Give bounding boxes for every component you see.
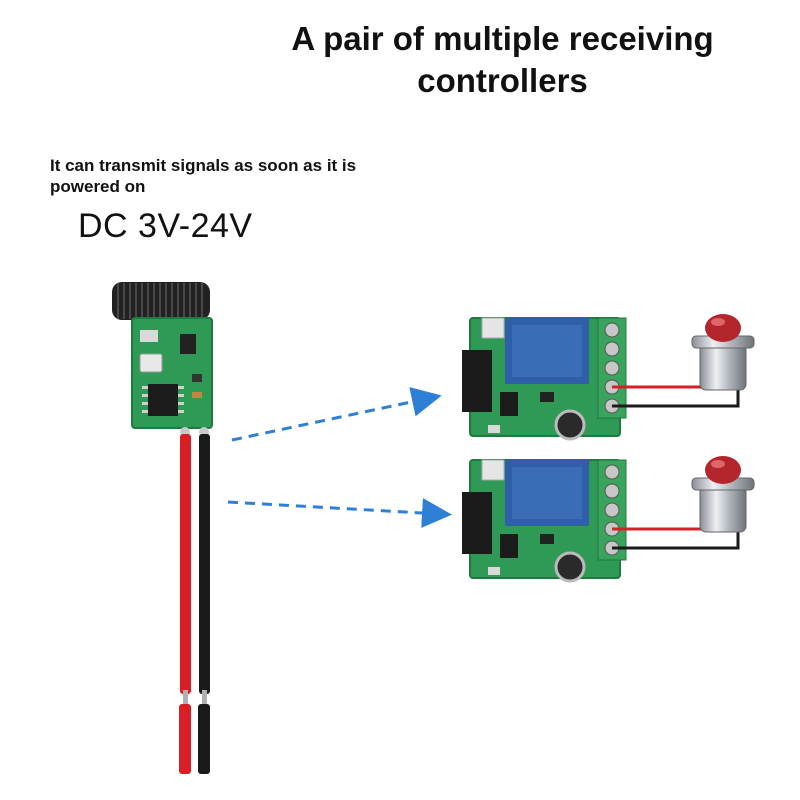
page-title: A pair of multiple receiving controllers <box>250 18 755 102</box>
signal-arrow-icon <box>227 498 452 528</box>
transmitter-module-icon <box>112 282 213 437</box>
description-line-1: It can transmit signals as soon as it is <box>50 156 357 175</box>
title-line-2: controllers <box>417 62 588 99</box>
description-text: It can transmit signals as soon as it is… <box>50 155 430 197</box>
power-wires-icon <box>179 434 210 774</box>
terminal-block-icon <box>597 317 627 419</box>
receiver-module-icon <box>462 459 627 583</box>
title-line-1: A pair of multiple receiving <box>291 20 714 57</box>
terminal-block-icon <box>597 459 627 561</box>
description-line-2: powered on <box>50 177 146 196</box>
push-button-switch-icon <box>691 314 755 391</box>
antenna-coil-icon <box>112 282 210 325</box>
push-button-switch-icon <box>691 456 755 533</box>
receiver-module-icon <box>462 317 627 441</box>
voltage-label: DC 3V-24V <box>78 207 253 245</box>
signal-arrow-icon <box>231 387 442 442</box>
